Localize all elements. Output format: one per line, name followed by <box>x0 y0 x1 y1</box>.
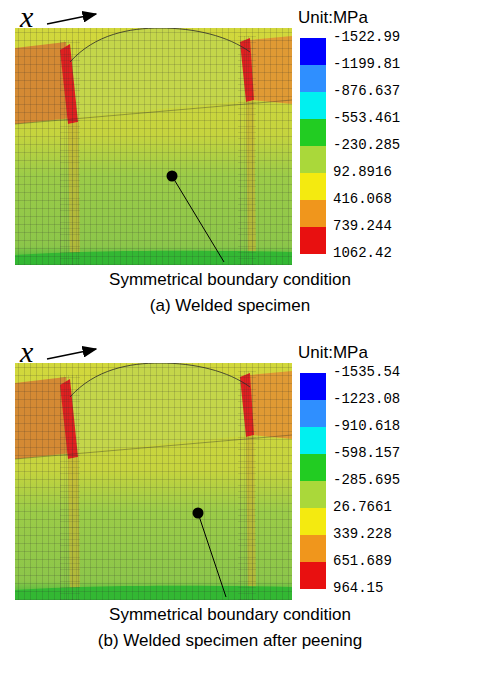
legend-value: 964.15 <box>333 580 383 596</box>
axis-label: x <box>20 335 33 369</box>
legend-value: 739.244 <box>333 218 392 234</box>
legend-value: -598.157 <box>333 445 400 461</box>
legend-value: -876.637 <box>333 83 400 99</box>
legend-value: 339.228 <box>333 526 392 542</box>
legend-value: 92.8916 <box>333 164 392 180</box>
color-bar-a <box>300 38 326 254</box>
boundary-callout: Symmetrical boundary condition <box>0 270 460 290</box>
caption-text: (a) Welded specimen <box>0 296 460 316</box>
legend-value: -553.461 <box>333 110 400 126</box>
color-bar-b <box>300 373 326 589</box>
specimen-a <box>15 14 326 265</box>
legend-value: 1062.42 <box>333 245 392 261</box>
legend-value: -1522.99 <box>333 29 400 45</box>
legend-value: -1223.08 <box>333 391 400 407</box>
legend-value: -1535.54 <box>333 364 400 380</box>
axis-label: x <box>20 0 33 34</box>
legend-value: 416.068 <box>333 191 392 207</box>
legend-value: -910.618 <box>333 418 400 434</box>
specimen-b <box>15 349 326 600</box>
legend-value: 26.7661 <box>333 499 392 515</box>
caption-text: (b) Welded specimen after peening <box>0 631 460 651</box>
unit-label: Unit:MPa <box>298 343 368 363</box>
legend-value: -230.285 <box>333 137 400 153</box>
legend-value: -1199.81 <box>333 56 400 72</box>
legend-value: 651.689 <box>333 553 392 569</box>
legend-value: -285.695 <box>333 472 400 488</box>
unit-label: Unit:MPa <box>298 8 368 28</box>
boundary-callout: Symmetrical boundary condition <box>0 605 460 625</box>
